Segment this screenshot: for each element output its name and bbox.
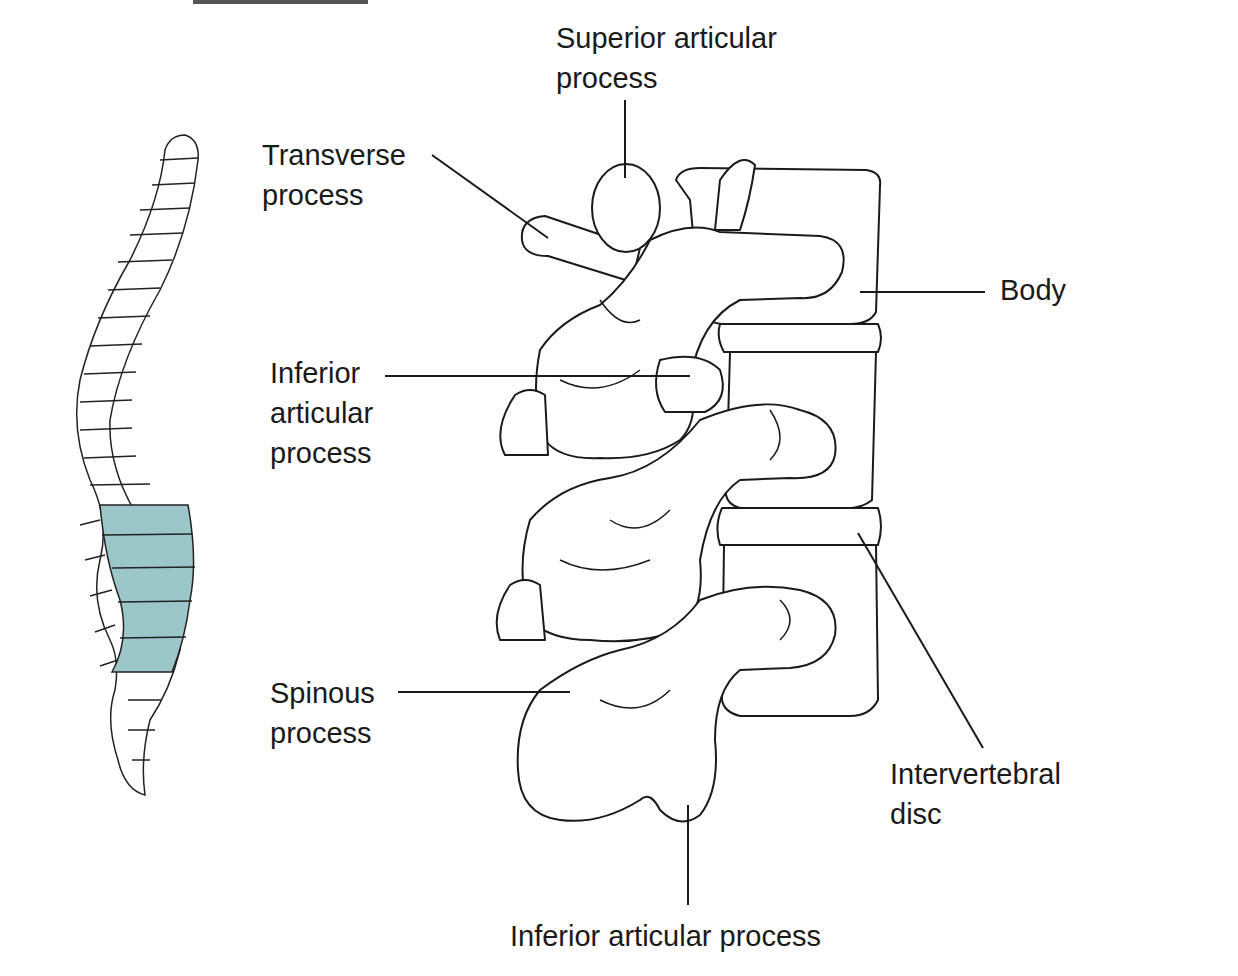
lumbar-region bbox=[100, 505, 194, 672]
leader-line bbox=[385, 375, 690, 377]
part-label: Inferior articular process bbox=[270, 353, 415, 473]
spine-segments bbox=[80, 158, 198, 760]
transverse-process-shape bbox=[497, 580, 545, 640]
inferior-articular-shape bbox=[656, 357, 723, 412]
spine-processes bbox=[80, 520, 118, 666]
leader-line bbox=[860, 291, 985, 293]
spine-outline bbox=[77, 135, 199, 795]
leader-line bbox=[398, 691, 570, 693]
leader-line bbox=[687, 805, 689, 905]
spine-thumbnail bbox=[77, 135, 199, 795]
part-label: Transverse process bbox=[262, 135, 447, 215]
part-label: Superior articular process bbox=[556, 18, 826, 98]
intervertebral-disc-shape bbox=[717, 508, 881, 545]
leader-line bbox=[624, 100, 626, 178]
leader-line bbox=[858, 533, 983, 748]
bone-shading bbox=[560, 300, 790, 708]
part-label: Body bbox=[1000, 270, 1150, 310]
top-bar bbox=[193, 0, 368, 4]
part-label: Inferior articular process bbox=[510, 916, 910, 956]
spinous-process-shape bbox=[518, 587, 836, 822]
intervertebral-disc-shape bbox=[719, 324, 881, 352]
lumbar-vertebrae bbox=[497, 160, 881, 821]
transverse-process-shape bbox=[500, 390, 548, 455]
leader-line bbox=[432, 155, 548, 238]
articular-spur bbox=[715, 160, 755, 230]
part-label: Intervertebral disc bbox=[890, 754, 1105, 834]
part-label: Spinous process bbox=[270, 673, 415, 753]
